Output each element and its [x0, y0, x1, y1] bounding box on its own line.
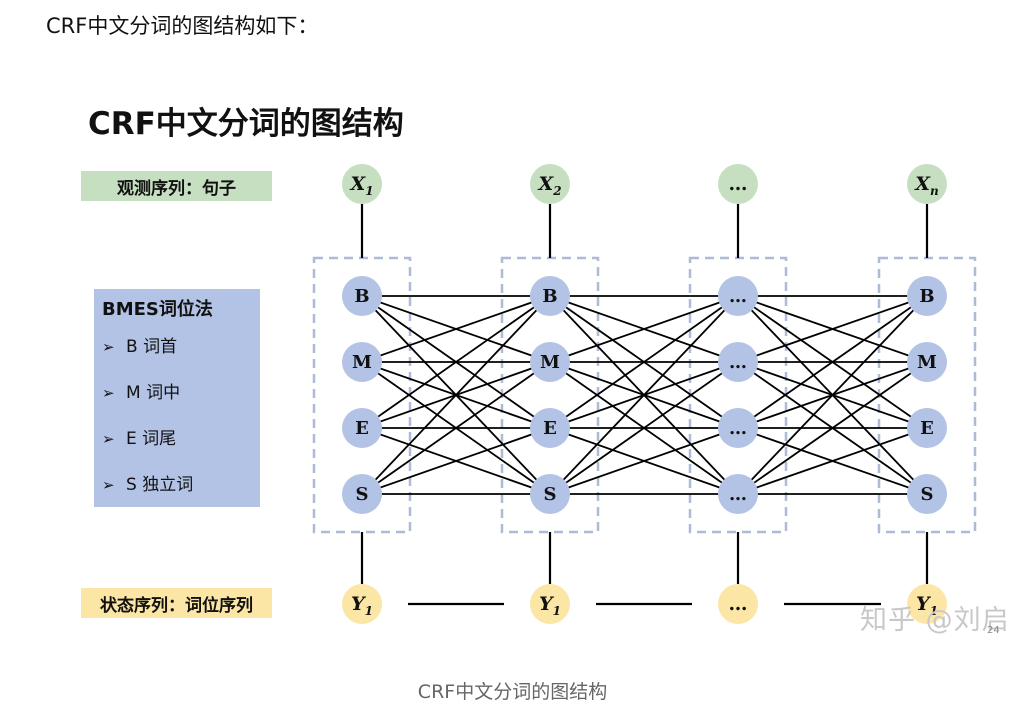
- bmes-item-text: S 独立词: [126, 475, 194, 495]
- bmes-item: ➢ E 词尾: [102, 427, 260, 473]
- label-node-text: M: [917, 352, 937, 373]
- observation-node-text: X1: [349, 173, 373, 198]
- label-node: [907, 474, 947, 514]
- label-node: [342, 408, 382, 448]
- arrow-bullet-icon: ➢: [102, 338, 115, 356]
- label-node: [718, 474, 758, 514]
- observation-sequence-label: 观测序列：句子: [81, 171, 272, 201]
- transition-edge: [737, 427, 928, 495]
- state-node-text: …: [729, 593, 748, 615]
- label-node-text: S: [356, 484, 369, 505]
- label-node-text: …: [729, 484, 747, 505]
- label-node: [718, 342, 758, 382]
- state-node-text: Y1: [539, 593, 561, 618]
- label-node: [907, 276, 947, 316]
- label-node-text: B: [354, 286, 369, 307]
- transition-edge: [361, 295, 551, 363]
- label-node: [718, 276, 758, 316]
- observation-node: [342, 164, 382, 204]
- state-node: [907, 584, 947, 624]
- state-sequence-label: 状态序列：词位序列: [81, 588, 272, 618]
- state-node-text: Y1: [351, 593, 373, 618]
- state-node: [718, 584, 758, 624]
- state-node: [530, 584, 570, 624]
- label-node: [530, 474, 570, 514]
- transition-edge: [549, 295, 739, 429]
- figure-caption: CRF中文分词的图结构: [417, 681, 608, 703]
- arrow-bullet-icon: ➢: [102, 384, 115, 402]
- label-node: [342, 342, 382, 382]
- transition-edge: [737, 295, 928, 363]
- observation-node: [530, 164, 570, 204]
- transition-edge: [737, 295, 928, 495]
- label-node: [530, 408, 570, 448]
- transition-edge: [361, 295, 551, 429]
- label-node-text: E: [355, 418, 369, 439]
- observation-node-text: …: [729, 173, 748, 195]
- label-node: [530, 276, 570, 316]
- state-node: [342, 584, 382, 624]
- label-node-text: …: [729, 286, 747, 307]
- transition-edge: [737, 295, 928, 429]
- bmes-item: ➢ M 词中: [102, 381, 260, 427]
- state-node-text: Y1: [916, 593, 938, 618]
- transition-edge: [737, 361, 928, 495]
- bmes-item-text: M 词中: [126, 383, 181, 403]
- transition-edge: [361, 361, 551, 495]
- label-node-text: M: [540, 352, 560, 373]
- observation-node-text: X2: [537, 173, 561, 198]
- transition-edge: [361, 295, 551, 495]
- bmes-item: ➢ S 独立词: [102, 473, 260, 519]
- label-node-text: S: [544, 484, 557, 505]
- watermark: 知乎 @刘启: [860, 605, 1010, 636]
- arrow-bullet-icon: ➢: [102, 430, 115, 448]
- intro-text: CRF中文分词的图结构如下：: [46, 14, 319, 38]
- bmes-item-text: E 词尾: [126, 429, 177, 449]
- observation-node: [907, 164, 947, 204]
- bmes-title: BMES词位法: [102, 299, 213, 320]
- observation-node: [718, 164, 758, 204]
- arrow-bullet-icon: ➢: [102, 476, 115, 494]
- label-node: [342, 474, 382, 514]
- transition-edge: [361, 427, 551, 495]
- label-node-text: E: [543, 418, 557, 439]
- label-node-text: E: [920, 418, 934, 439]
- transition-edge: [549, 295, 739, 363]
- label-node: [718, 408, 758, 448]
- transition-edge: [549, 295, 739, 495]
- observation-node-text: Xn: [914, 173, 938, 198]
- label-node-text: …: [729, 418, 747, 439]
- label-node-text: …: [729, 352, 747, 373]
- bmes-item: ➢ B 词首: [102, 335, 260, 381]
- label-node: [342, 276, 382, 316]
- bmes-legend: BMES词位法 ➢ B 词首 ➢ M 词中 ➢ E 词尾 ➢ S 独立词: [94, 289, 260, 507]
- label-node: [907, 342, 947, 382]
- label-node: [530, 342, 570, 382]
- label-node: [907, 408, 947, 448]
- bmes-item-text: B 词首: [126, 337, 178, 357]
- label-node-text: S: [921, 484, 934, 505]
- label-node-text: M: [352, 352, 372, 373]
- page-number: 24: [987, 625, 1000, 636]
- label-node-text: B: [919, 286, 934, 307]
- transition-edge: [549, 427, 739, 495]
- slide-title: CRF中文分词的图结构: [88, 106, 404, 142]
- label-node-text: B: [542, 286, 557, 307]
- transition-edge: [549, 361, 739, 495]
